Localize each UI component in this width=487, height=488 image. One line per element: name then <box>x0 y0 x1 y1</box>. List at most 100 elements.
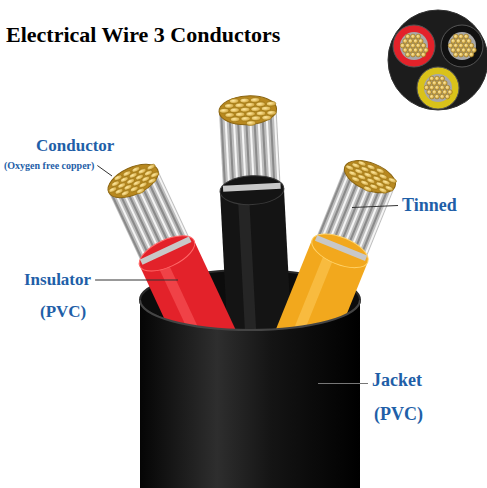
strand-line <box>149 174 183 247</box>
copper-strand <box>469 52 474 57</box>
copper-strand <box>459 52 464 57</box>
copper-strand <box>360 179 370 186</box>
jacket <box>140 300 360 488</box>
copper-strand <box>246 111 256 116</box>
copper-strand <box>219 108 229 113</box>
copper-strand <box>421 52 426 57</box>
copper-strand <box>459 43 464 48</box>
tinned-strands <box>223 183 281 192</box>
title: Electrical Wire 3 Conductors <box>6 22 280 48</box>
copper-strand <box>424 48 429 53</box>
copper-strand <box>405 52 410 57</box>
strand-line <box>356 183 386 257</box>
part-label: (PVC) <box>374 404 423 425</box>
part-label: Jacket <box>372 370 422 391</box>
copper-strand <box>256 102 266 107</box>
copper-strand <box>345 164 355 171</box>
copper-strand <box>348 170 358 177</box>
copper-strand <box>451 48 456 53</box>
conductor-end <box>340 154 400 199</box>
copper-strand <box>363 185 373 192</box>
copper-strand <box>432 90 437 95</box>
copper-strand <box>416 43 421 48</box>
copper-strand <box>229 99 239 104</box>
copper-strand <box>408 48 413 53</box>
copper-strand <box>403 48 408 53</box>
copper-strand <box>448 90 453 95</box>
copper-strand <box>429 94 434 99</box>
copper-strand <box>411 43 416 48</box>
part-label: (PVC) <box>40 302 86 322</box>
leader-line <box>95 280 178 281</box>
copper-strand <box>400 43 405 48</box>
copper-strand <box>405 34 410 39</box>
copper-strand <box>456 39 461 44</box>
copper-strand <box>466 39 471 44</box>
copper-strand <box>245 102 255 107</box>
jacket-rim <box>140 300 360 330</box>
leader-line <box>352 206 398 208</box>
conductor-end <box>103 157 163 204</box>
copper-strand <box>150 171 160 179</box>
copper-strand <box>429 76 434 81</box>
strand-line <box>363 186 393 260</box>
tinned-strands <box>315 235 367 261</box>
copper-strand <box>230 117 240 122</box>
copper-strand <box>466 48 471 53</box>
section-insulation <box>393 25 435 67</box>
strand-line <box>275 109 279 189</box>
section-insulation <box>441 25 483 67</box>
copper-strand <box>138 181 148 189</box>
copper-strand <box>440 94 445 99</box>
copper-strand <box>256 111 266 116</box>
conductor-end <box>218 94 277 126</box>
copper-strand <box>246 120 256 125</box>
strand-line <box>152 172 186 245</box>
copper-strand <box>250 97 260 102</box>
copper-strand <box>418 48 423 53</box>
copper-strand <box>251 116 261 121</box>
copper-strand <box>464 43 469 48</box>
copper-strand <box>224 103 234 108</box>
section-core <box>424 74 452 102</box>
part-label: Tinned <box>402 195 457 216</box>
copper-strand <box>251 107 261 112</box>
tinned-strands <box>140 237 191 265</box>
part-label: (Oxygen free copper) <box>4 160 94 171</box>
copper-strand <box>435 76 440 81</box>
strand-line <box>221 112 225 192</box>
part-label: Insulator <box>24 270 91 290</box>
copper-strand <box>266 101 276 106</box>
copper-strand <box>453 34 458 39</box>
copper-strand <box>437 81 442 86</box>
copper-strand <box>421 43 426 48</box>
copper-strand <box>120 189 130 197</box>
copper-strand <box>351 176 361 183</box>
copper-strand <box>435 94 440 99</box>
copper-strand <box>459 34 464 39</box>
copper-strand <box>413 48 418 53</box>
copper-strand <box>411 34 416 39</box>
copper-strand <box>241 116 251 121</box>
strand-line <box>270 109 274 189</box>
copper-strand <box>451 39 456 44</box>
strand-line <box>360 185 390 259</box>
copper-strand <box>262 115 272 120</box>
copper-strand <box>136 187 146 195</box>
copper-strand <box>413 39 418 44</box>
cross-section <box>388 10 487 110</box>
copper-strand <box>240 98 250 103</box>
copper-strand <box>440 76 445 81</box>
copper-strand <box>416 52 421 57</box>
copper-strand <box>235 112 245 117</box>
copper-strand <box>442 81 447 86</box>
copper-strand <box>225 112 235 117</box>
copper-strand <box>435 85 440 90</box>
copper-strand <box>146 163 156 171</box>
copper-strand <box>405 43 410 48</box>
copper-strand <box>442 90 447 95</box>
copper-strand <box>416 34 421 39</box>
copper-strand <box>240 107 250 112</box>
copper-strand <box>472 48 477 53</box>
copper-strand <box>429 85 434 90</box>
